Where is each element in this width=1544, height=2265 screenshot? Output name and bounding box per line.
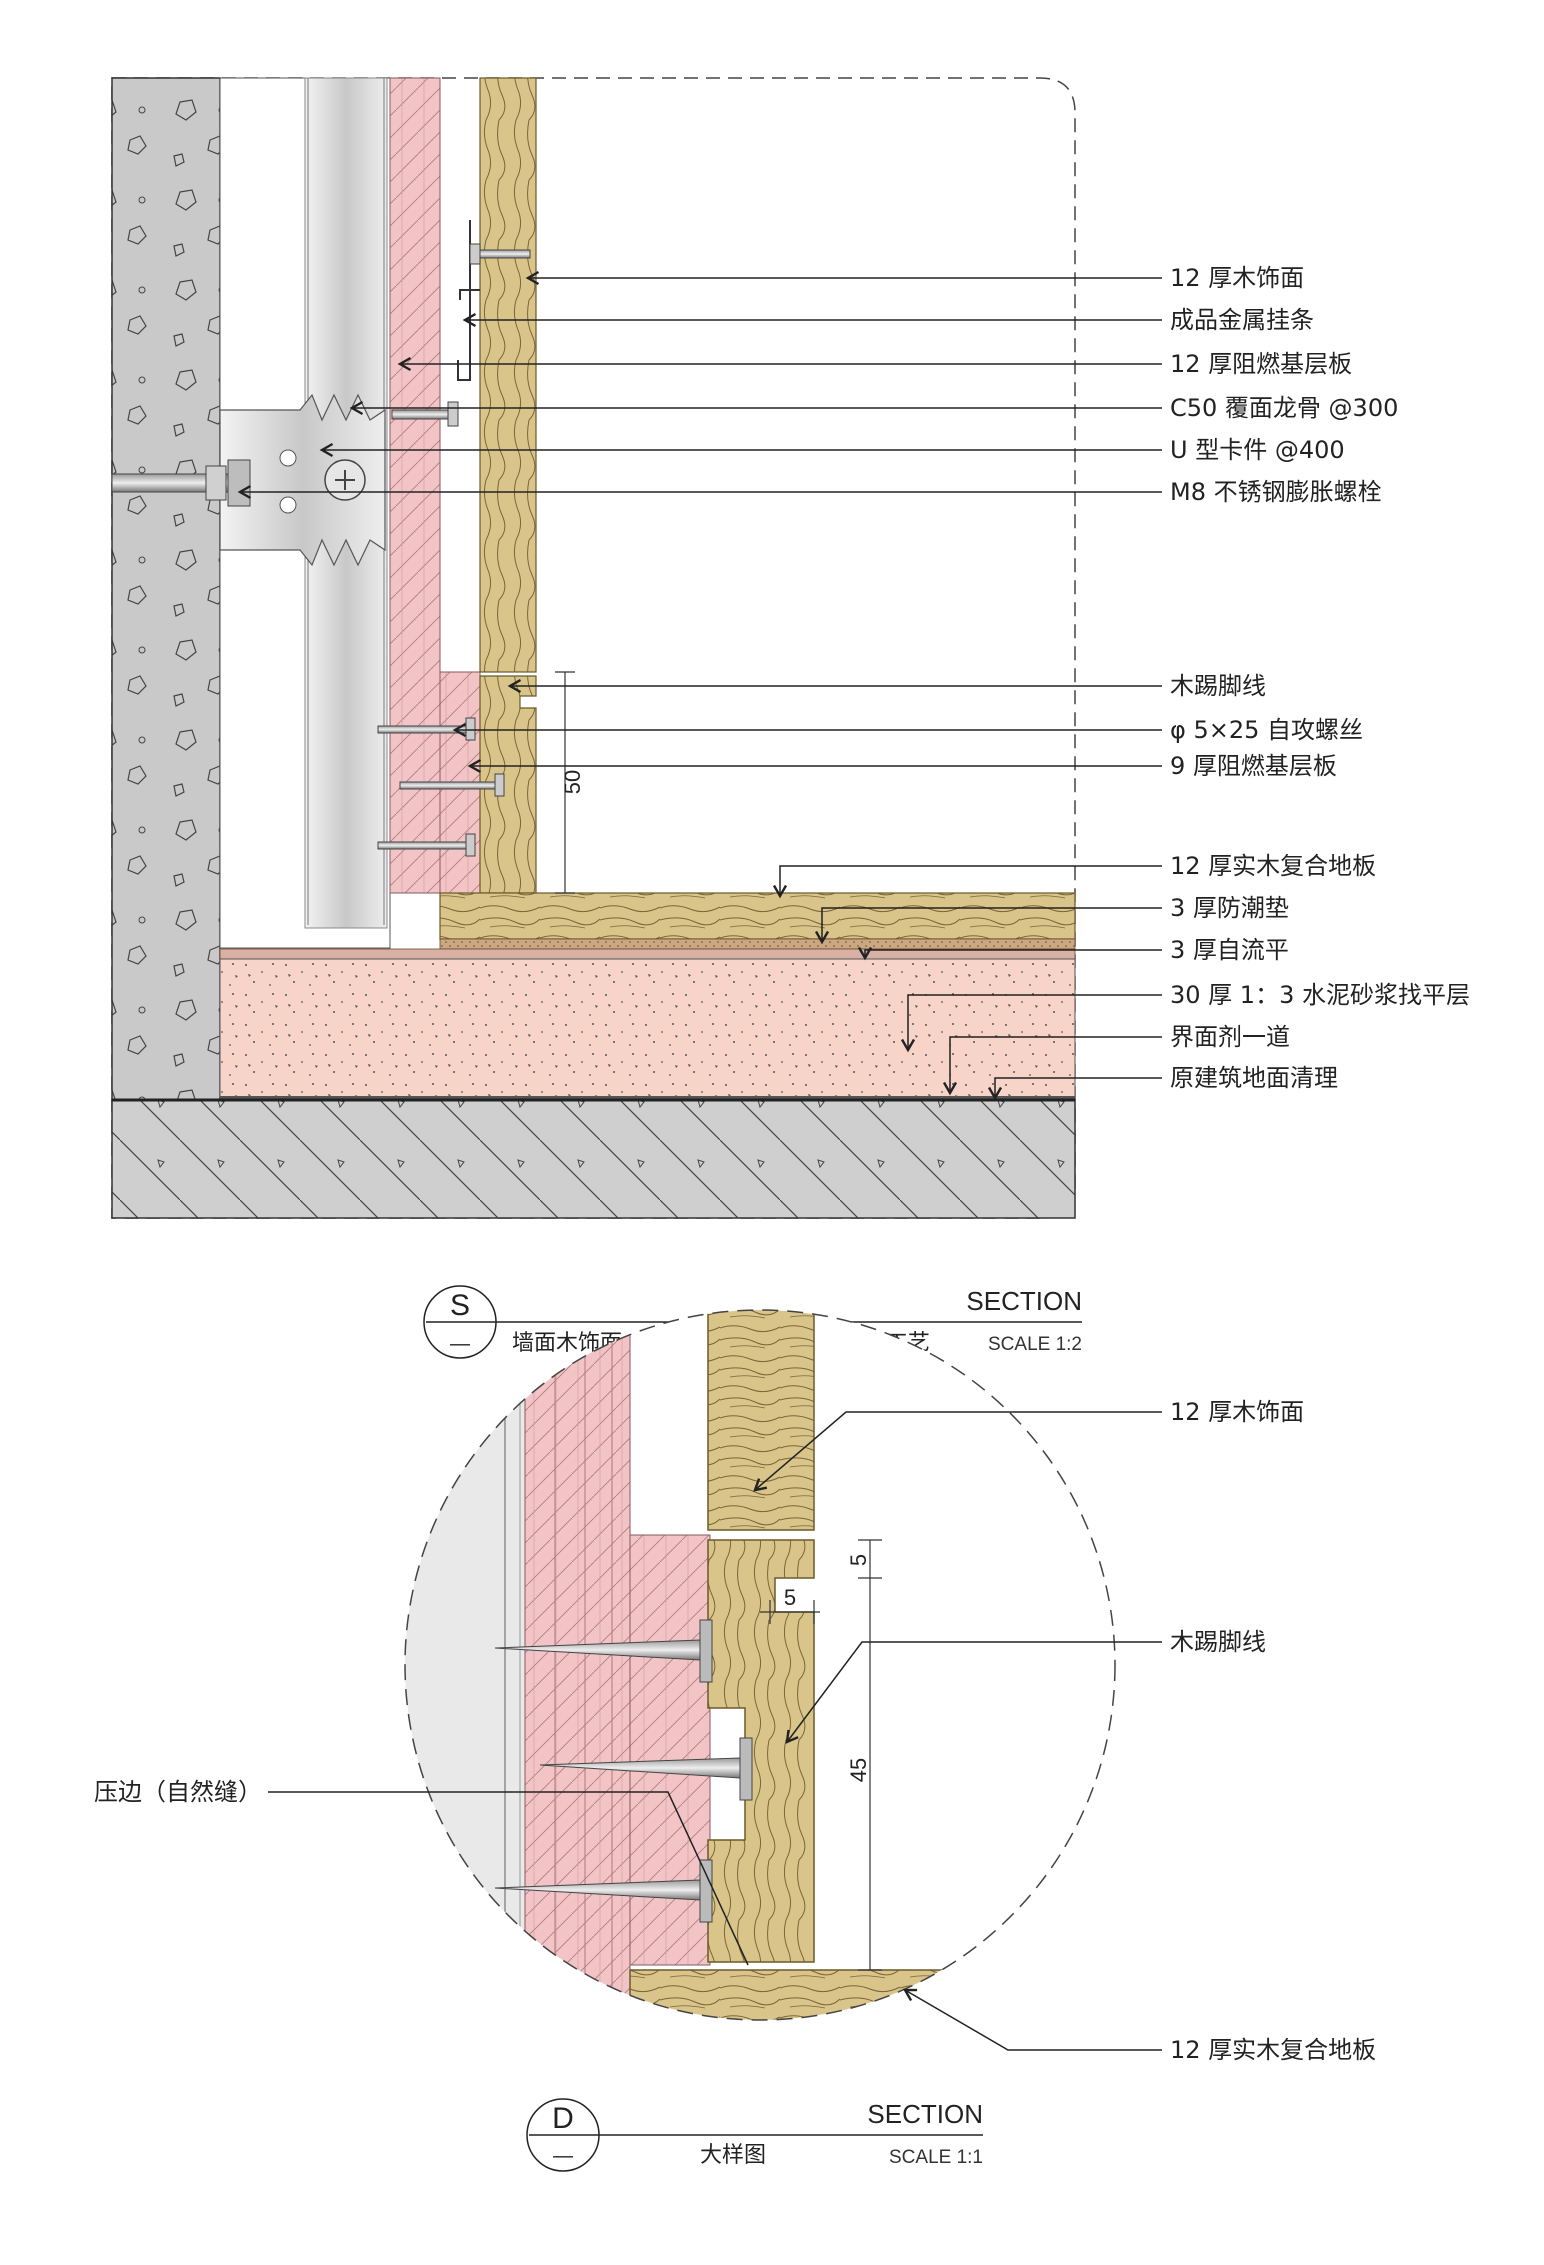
label-self-leveling: 3 厚自流平 (1170, 936, 1289, 964)
detail-circle-outline (404, 1309, 1116, 2021)
detail-dim-side: 5 (784, 1585, 796, 1610)
label-c50-stud: C50 覆面龙骨 @300 (1170, 394, 1398, 422)
dimension-50: 50 (555, 671, 585, 894)
section-s-labels: 12 厚木饰面 成品金属挂条 12 厚阻燃基层板 C50 覆面龙骨 @300 U… (1170, 264, 1470, 1092)
label-base-board-9: 9 厚阻燃基层板 (1170, 752, 1337, 780)
section-d-leaders (268, 1411, 1162, 2051)
label-wood-floor: 12 厚实木复合地板 (1170, 852, 1376, 880)
detail-dimensions: 5 5 45 (760, 1539, 882, 1971)
detail-stud (405, 1310, 525, 2020)
cement-screed-layer (219, 958, 1076, 1099)
section-d-sub: — (553, 2145, 573, 2167)
detail-dim-top: 5 (846, 1554, 871, 1566)
label-screws: φ 5×25 自攻螺丝 (1170, 716, 1363, 744)
label-u-clip: U 型卡件 @400 (1170, 436, 1345, 464)
label-m8-bolt: M8 不锈钢膨胀螺栓 (1170, 478, 1382, 506)
label-metal-strip: 成品金属挂条 (1170, 306, 1314, 334)
engineered-wood-floor (439, 892, 1076, 940)
concrete-wall (111, 77, 221, 1101)
detail-dim-main: 45 (846, 1758, 871, 1782)
section-d-letter: D (552, 2102, 574, 2135)
label-screed: 30 厚 1：3 水泥砂浆找平层 (1170, 981, 1470, 1009)
detail-wood-veneer (707, 1310, 815, 1531)
fire-retardant-board-12 (389, 77, 441, 894)
u-clip-bracket (219, 393, 386, 567)
detail-label-floor: 12 厚实木复合地板 (1170, 2036, 1376, 2064)
detail-label-edge: 压边（自然缝） (94, 1778, 262, 1806)
section-d-title: SECTION (867, 2099, 983, 2129)
section-s-scale: SCALE 1:2 (988, 1334, 1082, 1355)
section-s-letter: S (450, 1289, 470, 1322)
detail-label-skirting: 木踢脚线 (1170, 1628, 1266, 1656)
detail-skirting (707, 1539, 815, 1963)
section-s-drawing: 50 12 厚木饰面 成品金属挂条 12 厚阻燃基层板 C50 覆面龙骨 @30… (111, 77, 1470, 1219)
detail-base-board-12 (524, 1310, 631, 2020)
screw-stud (391, 401, 459, 427)
label-floor-cleaning: 原建筑地面清理 (1170, 1064, 1338, 1092)
detail-screws (494, 1619, 753, 1923)
label-skirting: 木踢脚线 (1170, 672, 1266, 700)
section-s-leaders (237, 270, 1162, 1101)
detail-wood-floor (629, 1969, 1115, 2020)
label-interface-agent: 界面剂一道 (1170, 1023, 1290, 1051)
section-d-drawing: 5 5 45 12 厚木饰面 木踢脚线 压边（自然缝） 12 厚实木复合地板 (94, 1309, 1376, 2064)
label-base-board-12: 12 厚阻燃基层板 (1170, 350, 1352, 378)
section-s-title: SECTION (966, 1286, 1082, 1316)
label-moisture-barrier: 3 厚防潮垫 (1170, 894, 1289, 922)
metal-hanging-strip (457, 220, 480, 381)
detail-label-veneer: 12 厚木饰面 (1170, 1398, 1304, 1426)
label-wood-veneer: 12 厚木饰面 (1170, 264, 1304, 292)
section-d-labels: 12 厚木饰面 木踢脚线 压边（自然缝） 12 厚实木复合地板 (94, 1398, 1376, 2064)
section-d-title-block: D — SECTION 大样图 SCALE 1:1 (526, 2098, 983, 2172)
wood-veneer-12 (479, 77, 537, 673)
section-d-subtitle: 大样图 (700, 2143, 766, 2168)
section-s-sub: — (450, 1333, 470, 1355)
dimension-50-text: 50 (560, 770, 585, 794)
section-d-scale: SCALE 1:1 (889, 2147, 983, 2168)
screw-top-veneer (469, 243, 531, 265)
detail-base-board-9 (629, 1534, 711, 1966)
moisture-barrier (439, 938, 1076, 950)
floor-slab (111, 1099, 1076, 1219)
